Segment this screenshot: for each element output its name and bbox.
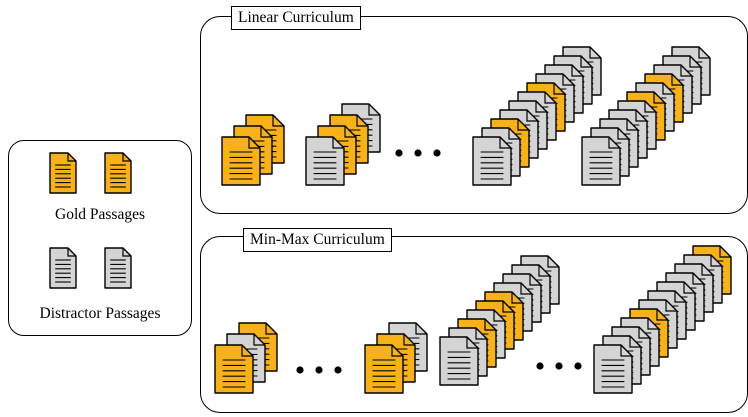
linear-curriculum-title: Linear Curriculum [231, 6, 361, 30]
minmax-stage3-passage-3-gold-icon [364, 344, 404, 394]
linear-stage5-passage-11-distractor-icon [581, 136, 621, 186]
minmax-stage4-passage-10-distractor-icon [439, 336, 479, 386]
distractor-passage-legend-icon-2 [104, 247, 132, 289]
distractor-passage-legend-icon-1 [49, 247, 77, 289]
minmax-stage6-passage-12-distractor-icon [593, 344, 633, 394]
minmax-stage1-passage-3-gold-icon [214, 344, 254, 394]
gold-passages-label: Gold Passages [55, 206, 145, 223]
gold-passage-legend-icon-1 [49, 152, 77, 194]
legend-box [8, 140, 192, 336]
linear-ellipsis [395, 149, 441, 157]
distractor-passages-label: Distractor Passages [39, 305, 161, 322]
minmax-ellipsis-2 [536, 362, 582, 370]
linear-stage2-passage-4-distractor-icon [305, 136, 345, 186]
linear-stage4-passage-11-distractor-icon [472, 136, 512, 186]
minmax-ellipsis-1 [296, 366, 342, 374]
gold-passage-legend-icon-2 [104, 152, 132, 194]
minmax-curriculum-title: Min-Max Curriculum [243, 228, 392, 252]
linear-stage1-passage-3-gold-icon [221, 136, 261, 186]
